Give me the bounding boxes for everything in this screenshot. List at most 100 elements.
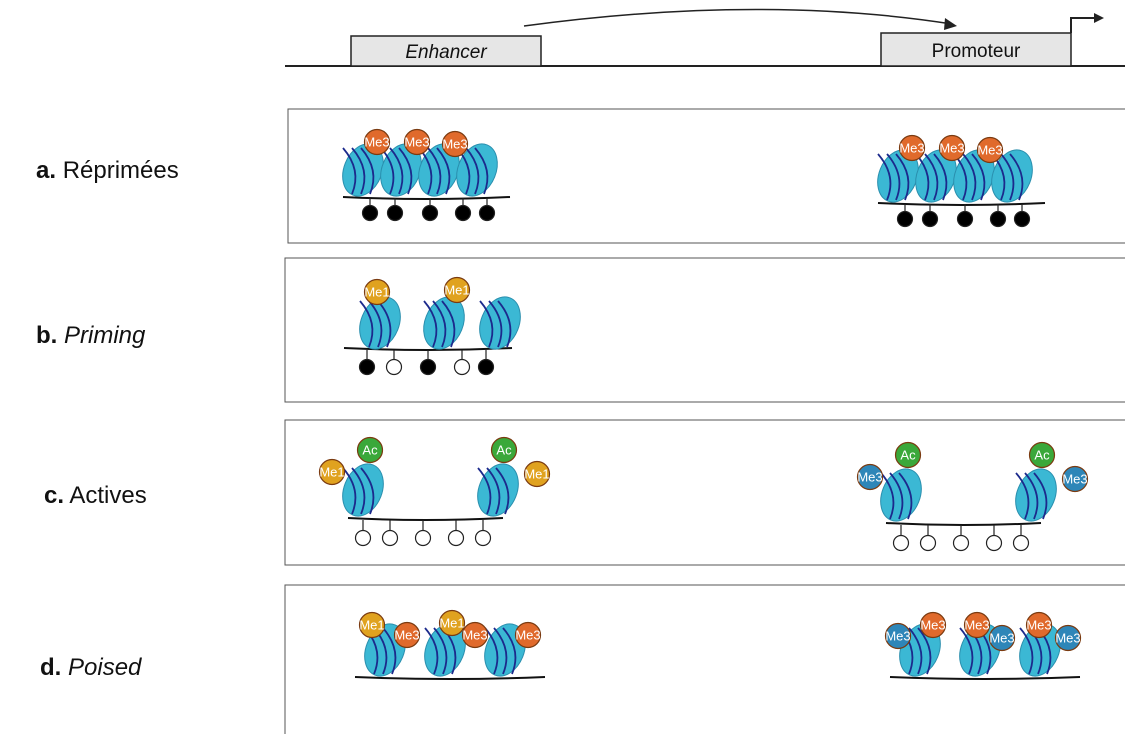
ac-circle <box>490 436 518 464</box>
row-name: Réprimées <box>63 157 179 184</box>
nucleosome <box>1015 468 1057 522</box>
me1-label: Me1 <box>319 465 344 480</box>
row-space <box>57 322 64 349</box>
me1-mark: Me1 <box>443 276 471 304</box>
row-letter: d. <box>40 654 61 681</box>
nucleosome <box>342 463 384 517</box>
methylated-cpg <box>421 198 439 222</box>
priming-cluster: Me1 Me1 <box>343 276 521 376</box>
row-name: Poised <box>68 654 142 681</box>
methylated-cpg <box>1013 204 1031 228</box>
linker-dna <box>885 522 1042 526</box>
nucleosome <box>380 143 422 197</box>
cpg-circle <box>1013 210 1031 228</box>
dna-wrap <box>351 467 366 515</box>
cpg-circle <box>385 358 403 376</box>
enhancer-label: Enhancer <box>405 42 487 63</box>
row-space <box>61 654 68 681</box>
dna-wrap <box>486 467 501 515</box>
dna-wrap <box>441 300 456 348</box>
dna-wrap <box>493 627 508 675</box>
methylated-cpg <box>454 198 472 222</box>
me3-circle <box>514 621 542 649</box>
promoter-box <box>880 32 1072 67</box>
me3-circle <box>393 621 421 649</box>
cpg-circle <box>453 358 471 376</box>
row-letter: c. <box>44 482 64 509</box>
enhancer-promoter-arrowhead <box>944 18 957 30</box>
row-label-d: d. Poised <box>40 654 142 681</box>
dna-wrap <box>488 300 503 348</box>
dna-wrap <box>495 467 510 515</box>
me3-label: Me3 <box>442 137 467 152</box>
methylated-cpg <box>477 350 495 376</box>
cpg-circle <box>952 534 970 552</box>
me3-mark: Me3 <box>441 130 469 158</box>
dna-wrap <box>382 627 397 675</box>
me1-mark: Me1 <box>363 278 391 306</box>
unmethylated-cpg <box>985 525 1003 552</box>
nucleosome <box>456 143 498 197</box>
dna-wrap <box>436 147 451 195</box>
cpg-circle <box>896 210 914 228</box>
cpg-circle <box>919 534 937 552</box>
dna-wrap <box>880 472 895 520</box>
cpg-circle <box>421 204 439 222</box>
me3-label: Me3 <box>920 618 945 633</box>
row-label-b: b. Priming <box>36 322 146 349</box>
linker-dna <box>342 196 511 200</box>
dna-wrap <box>342 147 357 195</box>
cpg-circle <box>361 204 379 222</box>
me3-label: Me3 <box>964 618 989 633</box>
me3-label: Me3 <box>857 470 882 485</box>
methylated-cpg <box>358 350 376 376</box>
dna-wrap <box>360 147 375 195</box>
unmethylated-cpg <box>1012 525 1030 552</box>
nucleosome <box>342 143 384 197</box>
me3-mark: Me3 <box>363 128 391 156</box>
me3-mark: Me3 <box>1025 611 1053 639</box>
me3-mark: Me3 <box>938 134 966 162</box>
nucleosome <box>418 143 460 197</box>
me3-mark: Me3 <box>898 134 926 162</box>
methylated-cpg <box>956 204 974 228</box>
dna-wrap <box>1009 153 1024 201</box>
dna-wrap <box>465 147 480 195</box>
cpg-circle <box>921 210 939 228</box>
me3-circle <box>919 611 947 639</box>
cpg-circle <box>989 210 1007 228</box>
me3-circle <box>403 128 431 156</box>
methylated-cpg <box>989 204 1007 228</box>
unmethylated-cpg <box>354 520 372 547</box>
me3-label: Me3 <box>515 628 540 643</box>
ac-mark: Ac <box>356 436 384 464</box>
cpg-circle <box>985 534 1003 552</box>
linker-dna <box>354 676 546 680</box>
row-letter: a. <box>36 157 56 184</box>
ac-mark: Ac <box>490 436 518 464</box>
dna-wrap <box>924 153 939 201</box>
me1-circle <box>358 611 386 639</box>
ac-circle <box>894 441 922 469</box>
me1-label: Me1 <box>439 616 464 631</box>
ac-mark: Ac <box>1028 441 1056 469</box>
ac-mark: Ac <box>894 441 922 469</box>
me3-circle <box>1054 624 1082 652</box>
dna-wrap <box>886 153 901 201</box>
me3-label: Me3 <box>364 135 389 150</box>
cpg-circle <box>358 358 376 376</box>
enhancer-promoter-arrow <box>523 8 953 27</box>
me3-circle <box>1061 465 1089 493</box>
me3-circle <box>963 611 991 639</box>
cpg-circle <box>447 529 465 547</box>
dna-wrap <box>889 472 904 520</box>
dna-wrap <box>877 153 892 201</box>
ac-label: Ac <box>496 443 512 458</box>
me3-circle <box>1025 611 1053 639</box>
